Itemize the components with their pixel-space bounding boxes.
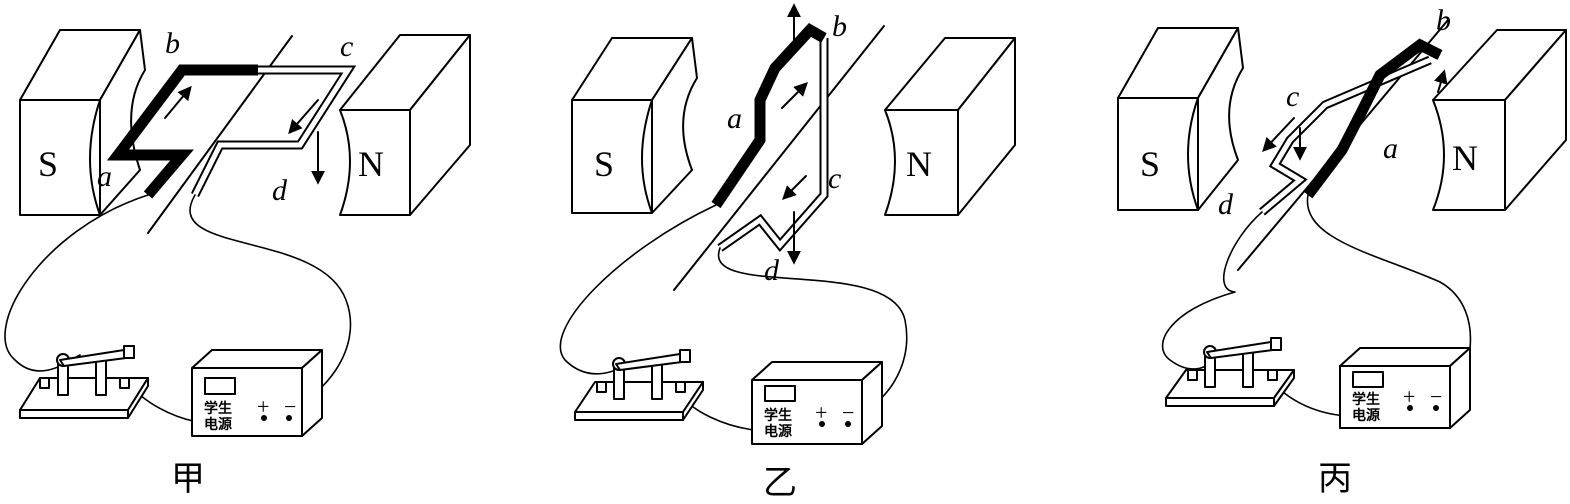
knife-switch — [19, 345, 149, 419]
supply-label-line1: 学生 — [1352, 391, 1380, 408]
magnet-n: N — [1432, 29, 1567, 211]
pole-label-n: N — [358, 144, 384, 184]
supply-plus: + — [815, 400, 827, 425]
supply-minus: − — [842, 400, 854, 425]
current-arrow-ab — [781, 82, 808, 109]
knife-switch — [1165, 337, 1295, 407]
label-d: d — [1218, 188, 1234, 221]
label-b: b — [1436, 4, 1451, 37]
wire-left — [1161, 211, 1263, 370]
current-arrow-cd — [782, 175, 807, 200]
coil-side-cd — [190, 65, 357, 198]
label-b: b — [832, 10, 847, 43]
supply-minus: − — [1430, 384, 1442, 409]
magnet-n: N — [339, 34, 471, 216]
terminal-minus — [845, 421, 851, 427]
magnet-s: S — [19, 29, 146, 216]
supply-plus: + — [257, 394, 269, 419]
power-supply: 学生 电源 + − — [751, 361, 883, 445]
panel-caption: 甲 — [171, 459, 205, 499]
pole-label-n: N — [906, 144, 932, 184]
terminal-minus — [286, 415, 292, 421]
coil-side-ab — [1303, 38, 1443, 199]
label-a: a — [97, 160, 112, 193]
wire-right — [717, 247, 908, 419]
label-d: d — [764, 254, 780, 287]
panel-jia: S N — [4, 27, 471, 499]
wire-left — [4, 194, 149, 372]
supply-label-line2: 电源 — [1352, 407, 1380, 424]
current-arrow-ab — [1434, 69, 1448, 93]
panel-caption: 丙 — [1318, 459, 1352, 499]
power-supply: 学生 电源 + − — [1339, 347, 1471, 429]
supply-label-line1: 学生 — [764, 407, 792, 424]
wire-right — [189, 194, 352, 411]
label-c: c — [1286, 80, 1299, 113]
coil-side-ab — [106, 64, 258, 199]
power-supply: 学生 电源 + − — [191, 349, 323, 437]
current-arrow-cd — [1262, 117, 1295, 153]
pole-label-s: S — [38, 144, 58, 184]
label-c: c — [340, 30, 353, 63]
rotation-axis — [673, 25, 885, 291]
label-a: a — [1383, 132, 1398, 165]
magnet-s: S — [571, 37, 698, 214]
magnet-n: N — [884, 37, 1016, 216]
supply-minus: − — [284, 394, 296, 419]
pole-label-s: S — [1140, 144, 1160, 184]
label-a: a — [727, 102, 742, 135]
coil-side-cd — [717, 38, 829, 252]
pole-label-n: N — [1452, 138, 1478, 178]
supply-plus: + — [1403, 384, 1415, 409]
terminal-plus — [1407, 405, 1413, 411]
terminal-plus — [261, 415, 267, 421]
terminal-plus — [819, 421, 825, 427]
coil-side-ab — [711, 23, 827, 209]
panel-caption: 乙 — [763, 463, 797, 503]
label-b: b — [165, 27, 180, 60]
supply-label-line2: 电源 — [204, 416, 232, 433]
current-arrow-cd — [288, 99, 319, 135]
current-arrow-ab — [164, 85, 192, 119]
supply-label-line2: 电源 — [764, 423, 792, 440]
knife-switch — [574, 349, 704, 421]
supply-label-line1: 学生 — [204, 400, 232, 417]
label-c: c — [828, 162, 841, 195]
magnet-s: S — [1117, 27, 1244, 211]
panel-yi: S N — [559, 3, 1016, 503]
wire-left — [559, 204, 717, 375]
coil-side-cd — [1259, 55, 1432, 216]
terminal-minus — [1433, 405, 1439, 411]
label-d: d — [272, 174, 288, 207]
pole-label-s: S — [594, 144, 614, 184]
panel-bing: S N — [1117, 4, 1567, 499]
